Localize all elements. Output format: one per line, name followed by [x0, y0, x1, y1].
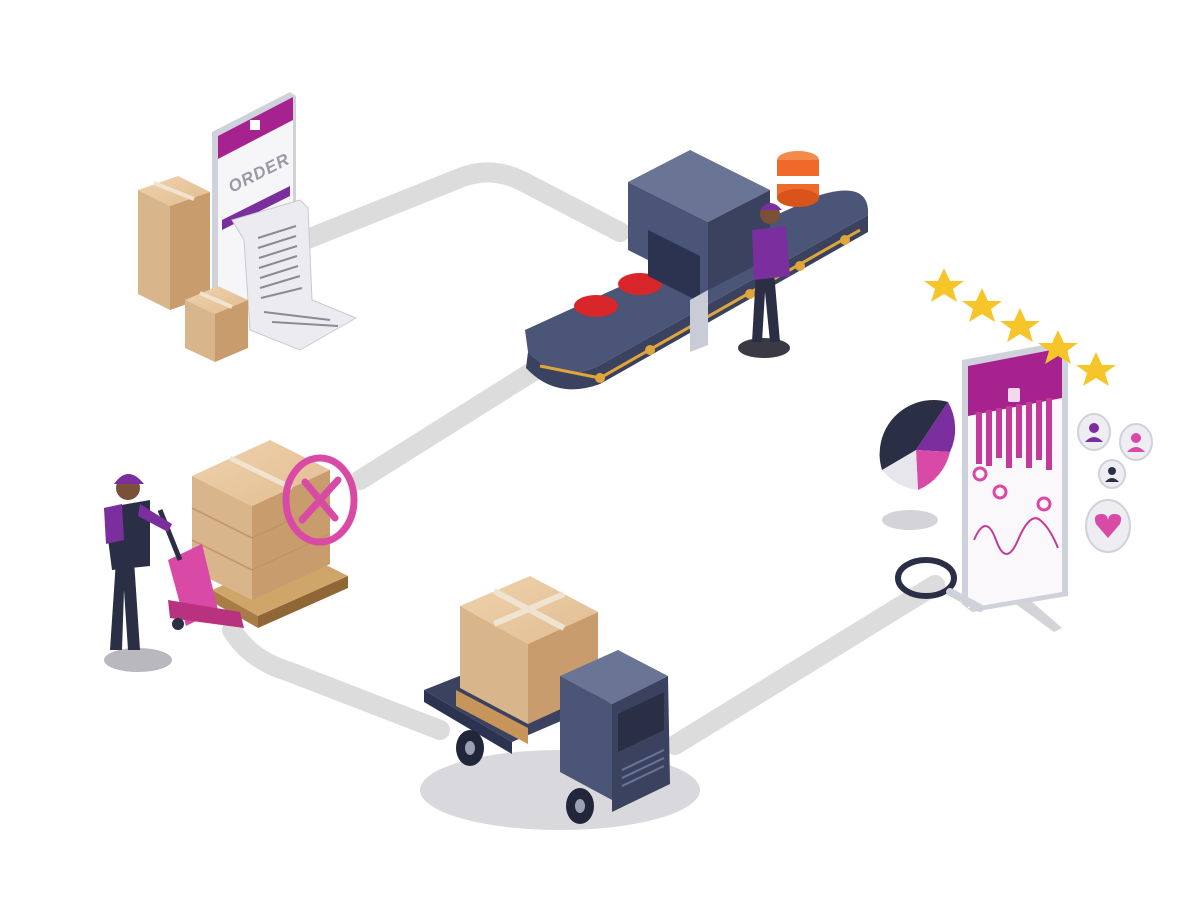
delivery-truck — [420, 576, 700, 830]
windshield — [618, 692, 664, 752]
star-icon — [924, 268, 964, 302]
trend-line — [973, 517, 1059, 555]
user-icon — [1077, 413, 1111, 451]
magnifier-icon — [895, 557, 984, 612]
red-product — [618, 273, 662, 295]
order-receipt — [231, 199, 358, 351]
star-icon — [1000, 308, 1040, 342]
production-conveyor — [525, 150, 869, 390]
donut-icons — [972, 466, 1052, 512]
orange-barrel — [777, 151, 819, 207]
box-logo-icon — [1008, 388, 1020, 402]
analytics-station — [879, 268, 1153, 632]
pallet-jack — [157, 509, 244, 630]
cancel-x-icon — [282, 454, 358, 546]
heart-icon — [1085, 499, 1131, 553]
star-icon — [1038, 330, 1078, 364]
user-badges — [1077, 413, 1153, 553]
shipping-box-tall — [138, 176, 210, 310]
star-icon — [962, 288, 1002, 322]
shipping-box-small — [185, 286, 248, 362]
machine-operator — [738, 203, 790, 358]
bar-chart — [976, 398, 1052, 470]
red-product — [574, 295, 618, 317]
box-stack — [191, 440, 331, 600]
truck-cab — [560, 650, 670, 812]
pie-chart — [879, 400, 956, 490]
box-logo-icon — [250, 120, 260, 130]
user-icon — [1098, 459, 1126, 489]
order-station: ORDER — [138, 92, 358, 362]
star-icon — [1076, 352, 1116, 386]
pallet-worker — [104, 474, 172, 650]
rating-stars — [924, 268, 1116, 386]
analytics-phone — [962, 342, 1068, 612]
warehouse-station — [104, 440, 358, 672]
user-icon — [1119, 423, 1153, 461]
